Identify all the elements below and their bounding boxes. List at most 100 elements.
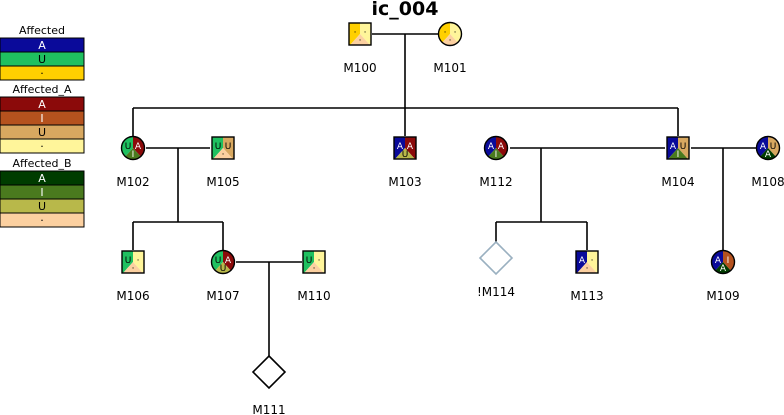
segment-label: U: [306, 256, 313, 266]
legend-title: Affected: [19, 24, 65, 37]
individual-m110[interactable]: U··M110: [284, 232, 344, 303]
legend-entry-label: U: [38, 200, 46, 213]
genotype-segments: [303, 251, 325, 273]
segment-label: I: [132, 150, 135, 160]
genotype-segments: [212, 137, 234, 159]
genotype-segments: [394, 137, 416, 159]
genotype-segments: [667, 137, 689, 159]
legend-swatch: [0, 138, 85, 154]
segment-label: U: [680, 142, 687, 152]
segment-affected-b: [668, 148, 688, 159]
segment-affected: [122, 251, 133, 273]
individual-m111[interactable]: M111: [251, 354, 287, 415]
segment-label: U: [770, 142, 777, 152]
segment-label: ·: [364, 28, 367, 38]
female-symbol: [755, 135, 781, 161]
legend-entry-label: I: [40, 186, 43, 199]
segment-affected-a: [314, 251, 325, 273]
segment-label: A: [720, 264, 727, 274]
diamond-symbol: [251, 354, 287, 390]
individual-label: M102: [116, 175, 149, 189]
segment-affected-a: [587, 251, 598, 273]
segment-affected-a: [223, 137, 234, 159]
segment-label: I: [495, 150, 498, 160]
segment-label: A: [225, 256, 232, 266]
segment-label: ·: [354, 28, 357, 38]
legend-entry-label: A: [38, 172, 46, 185]
male-symbol: [393, 136, 417, 160]
individual-label: M106: [116, 289, 149, 303]
segment-label: ·: [359, 36, 362, 46]
segment-label: ·: [318, 256, 321, 266]
segment-affected-a: [133, 251, 144, 273]
male-symbol: [121, 250, 145, 274]
individual-m114[interactable]: !M114: [477, 240, 515, 299]
legend-entry-label: I: [40, 112, 43, 125]
male-symbol: [302, 250, 326, 274]
female-symbol: [210, 249, 236, 275]
individual-label: M101: [433, 61, 466, 75]
segment-label: ·: [449, 36, 452, 46]
legend-title: Affected_B: [12, 157, 71, 170]
legend-entry-label: A: [38, 98, 46, 111]
segment-label: A: [397, 142, 404, 152]
individual-label: M109: [706, 289, 739, 303]
segment-label: A: [498, 142, 505, 152]
segment-affected-b: [395, 148, 415, 159]
segment-affected: [576, 251, 587, 273]
male-symbol: [211, 136, 235, 160]
segment-label: U: [125, 142, 132, 152]
segment-label: U: [220, 264, 227, 274]
segment-affected: [667, 137, 678, 159]
segment-label: U: [125, 256, 132, 266]
segment-affected: [349, 23, 360, 45]
legend-entry-label: ·: [40, 140, 44, 153]
pedigree-lines: [132, 33, 756, 356]
segment-label: ·: [132, 264, 135, 274]
diamond-symbol: [478, 240, 514, 276]
legend-swatch: [0, 65, 85, 81]
segment-affected-b: [577, 262, 597, 273]
individual-label: !M114: [477, 285, 515, 299]
segment-label: A: [715, 256, 722, 266]
segment-affected: [303, 251, 314, 273]
segment-label: U: [215, 142, 222, 152]
individual-label: M112: [479, 175, 512, 189]
individual-m100[interactable]: ···M100: [330, 4, 390, 75]
individual-m106[interactable]: U··M106: [103, 232, 163, 303]
individual-label: M111: [252, 403, 285, 415]
individual-label: M113: [570, 289, 603, 303]
segment-label: A: [760, 142, 767, 152]
female-symbol: [437, 21, 463, 47]
legend-entry-label: ·: [40, 214, 44, 227]
segment-affected-b: [304, 262, 324, 273]
individual-m113[interactable]: A··M113: [557, 232, 617, 303]
male-symbol: [666, 136, 690, 160]
segment-label: A: [488, 142, 495, 152]
legend-entry-label: ·: [40, 67, 44, 80]
segment-affected-a: [360, 23, 371, 45]
genotype-segments: [349, 23, 371, 45]
individual-label: M108: [751, 175, 784, 189]
segment-label: ·: [586, 264, 589, 274]
male-symbol: [575, 250, 599, 274]
segment-label: U: [215, 256, 222, 266]
segment-label: ·: [591, 256, 594, 266]
segment-label: I: [727, 256, 730, 266]
segment-label: I: [677, 150, 680, 160]
segment-label: A: [670, 142, 677, 152]
individual-m101[interactable]: ···M101: [420, 4, 480, 75]
genotype-segments: [122, 251, 144, 273]
female-symbol: [710, 249, 736, 275]
